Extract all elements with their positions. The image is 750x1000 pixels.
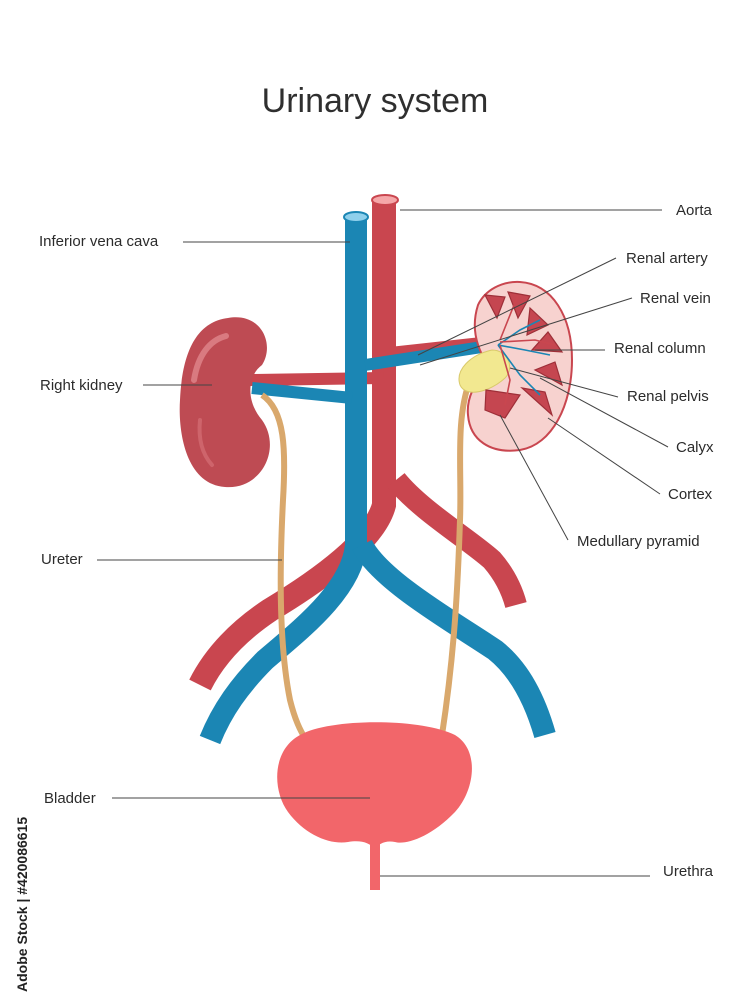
label-renal-vein: Renal vein	[640, 290, 711, 307]
label-inferior-vena-cava: Inferior vena cava	[39, 233, 159, 250]
leader-renal-artery	[417, 257, 617, 356]
leader-medullary-pyramid	[499, 414, 569, 541]
right-kidney	[179, 317, 270, 488]
urethra-shape	[370, 838, 380, 890]
label-renal-artery: Renal artery	[626, 250, 708, 267]
label-medullary-pyramid: Medullary pyramid	[577, 533, 700, 550]
label-renal-column: Renal column	[614, 340, 706, 357]
leader-lines	[97, 209, 669, 877]
leader-cortex	[547, 417, 661, 495]
label-aorta: Aorta	[676, 202, 712, 219]
label-bladder: Bladder	[44, 790, 96, 807]
label-urethra: Urethra	[663, 863, 714, 880]
kidney-internal-vessels	[497, 295, 556, 406]
leader-renal-pelvis	[509, 367, 619, 398]
leader-renal-vein	[419, 297, 633, 366]
ureter-left	[439, 378, 473, 736]
inferior-vena-cava-vessel	[199, 211, 556, 745]
ureter-right	[260, 392, 309, 742]
label-ureter: Ureter	[41, 551, 83, 568]
left-kidney-section	[458, 280, 574, 452]
label-calyx: Calyx	[676, 439, 714, 456]
bladder	[277, 722, 472, 850]
label-right-kidney: Right kidney	[40, 377, 123, 394]
stock-watermark: Adobe Stock | #420086615	[12, 762, 32, 992]
diagram-title: Urinary system	[261, 82, 489, 120]
watermark-text: Adobe Stock | #420086615	[14, 816, 30, 992]
label-renal-pelvis: Renal pelvis	[627, 388, 709, 405]
label-cortex: Cortex	[668, 486, 713, 503]
leader-calyx	[539, 377, 669, 448]
renal-vein-right	[251, 382, 353, 404]
aorta-vessel	[189, 194, 527, 691]
